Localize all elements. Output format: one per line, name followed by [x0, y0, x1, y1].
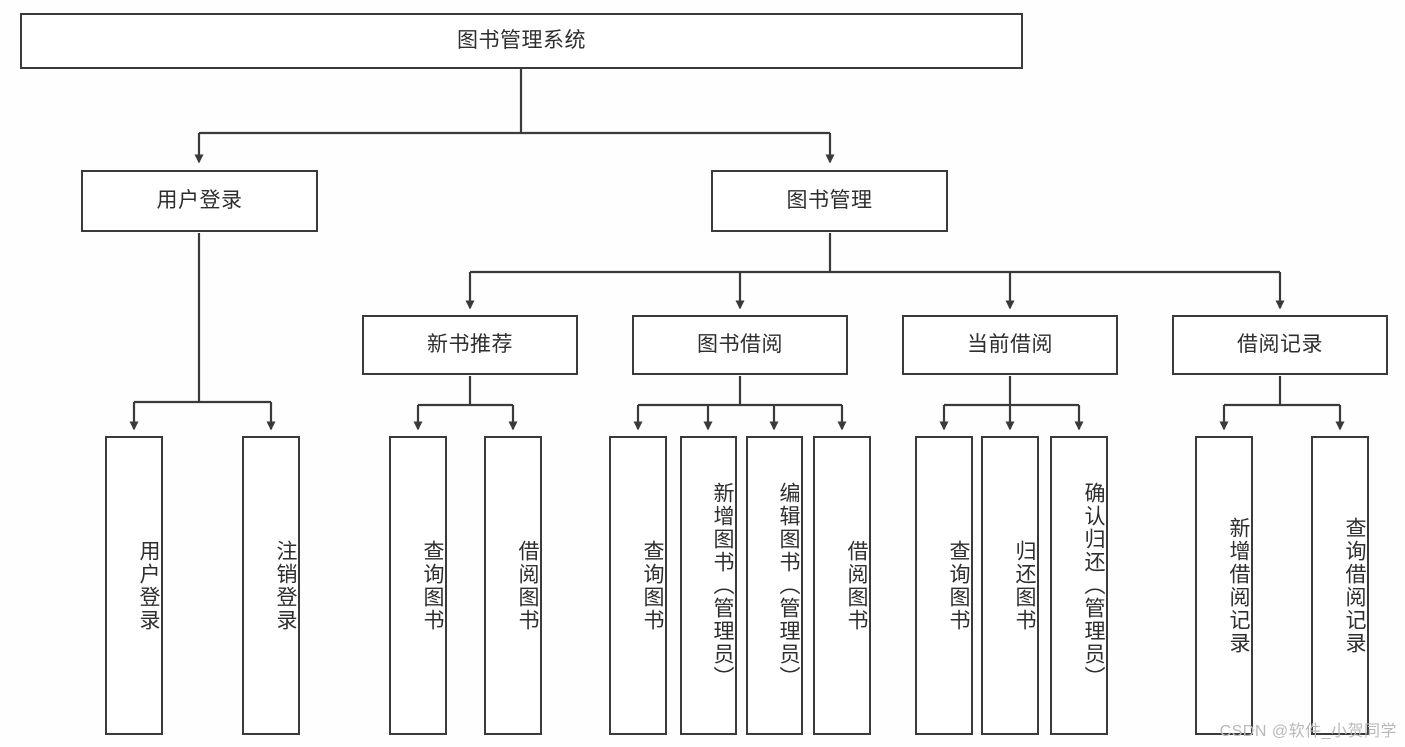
leaf-current-borrow-confirm-return-admin[interactable]: 确认归还（管理员） — [1050, 436, 1108, 735]
leaf-new-book-query-book[interactable]: 查询图书 — [389, 436, 447, 735]
leaf-user-login-login[interactable]: 用户登录 — [105, 436, 163, 735]
node-label: 查询借阅记录 — [1343, 516, 1366, 655]
node-label: 当前借阅 — [967, 333, 1053, 357]
watermark-text: CSDN @软件_小贺同学 — [1219, 723, 1397, 740]
leaf-book-borrow-edit-book-admin[interactable]: 编辑图书（管理员） — [746, 436, 803, 735]
leaf-book-borrow-query-book[interactable]: 查询图书 — [609, 436, 667, 735]
node-label: 借阅图书 — [516, 539, 539, 632]
node-book-management[interactable]: 图书管理 — [711, 170, 948, 232]
leaf-book-borrow-borrow-book[interactable]: 借阅图书 — [813, 436, 871, 735]
node-label: 查询图书 — [421, 539, 444, 632]
leaf-user-login-logout[interactable]: 注销登录 — [242, 436, 300, 735]
node-label: 新增借阅记录 — [1227, 516, 1250, 655]
node-label: 用户登录 — [156, 189, 243, 213]
leaf-book-borrow-add-book-admin[interactable]: 新增图书（管理员） — [680, 436, 737, 735]
node-current-borrow[interactable]: 当前借阅 — [902, 315, 1118, 375]
node-label: 编辑图书（管理员） — [777, 482, 800, 689]
node-user-login[interactable]: 用户登录 — [81, 170, 318, 232]
node-label: 借阅记录 — [1237, 333, 1323, 357]
node-label: 用户登录 — [137, 539, 160, 632]
node-label: 归还图书 — [1013, 539, 1036, 632]
node-root-library-management-system[interactable]: 图书管理系统 — [20, 13, 1023, 69]
node-borrow-record[interactable]: 借阅记录 — [1172, 315, 1388, 375]
leaf-borrow-record-add-record[interactable]: 新增借阅记录 — [1195, 436, 1253, 735]
node-label: 图书管理 — [786, 189, 873, 213]
node-label: 注销登录 — [274, 539, 297, 632]
leaf-current-borrow-query-book[interactable]: 查询图书 — [915, 436, 973, 735]
node-label: 图书管理系统 — [457, 29, 586, 53]
node-book-borrow[interactable]: 图书借阅 — [632, 315, 848, 375]
node-label: 借阅图书 — [845, 539, 868, 632]
node-label: 新增图书（管理员） — [711, 482, 734, 689]
leaf-borrow-record-query-record[interactable]: 查询借阅记录 — [1311, 436, 1369, 735]
node-new-book-recommend[interactable]: 新书推荐 — [362, 315, 578, 375]
node-label: 查询图书 — [641, 539, 664, 632]
leaf-current-borrow-return-book[interactable]: 归还图书 — [981, 436, 1039, 735]
node-label: 图书借阅 — [697, 333, 783, 357]
node-label: 新书推荐 — [427, 333, 513, 357]
node-label: 查询图书 — [947, 539, 970, 632]
leaf-new-book-borrow-book[interactable]: 借阅图书 — [484, 436, 542, 735]
node-label: 确认归还（管理员） — [1082, 482, 1105, 689]
